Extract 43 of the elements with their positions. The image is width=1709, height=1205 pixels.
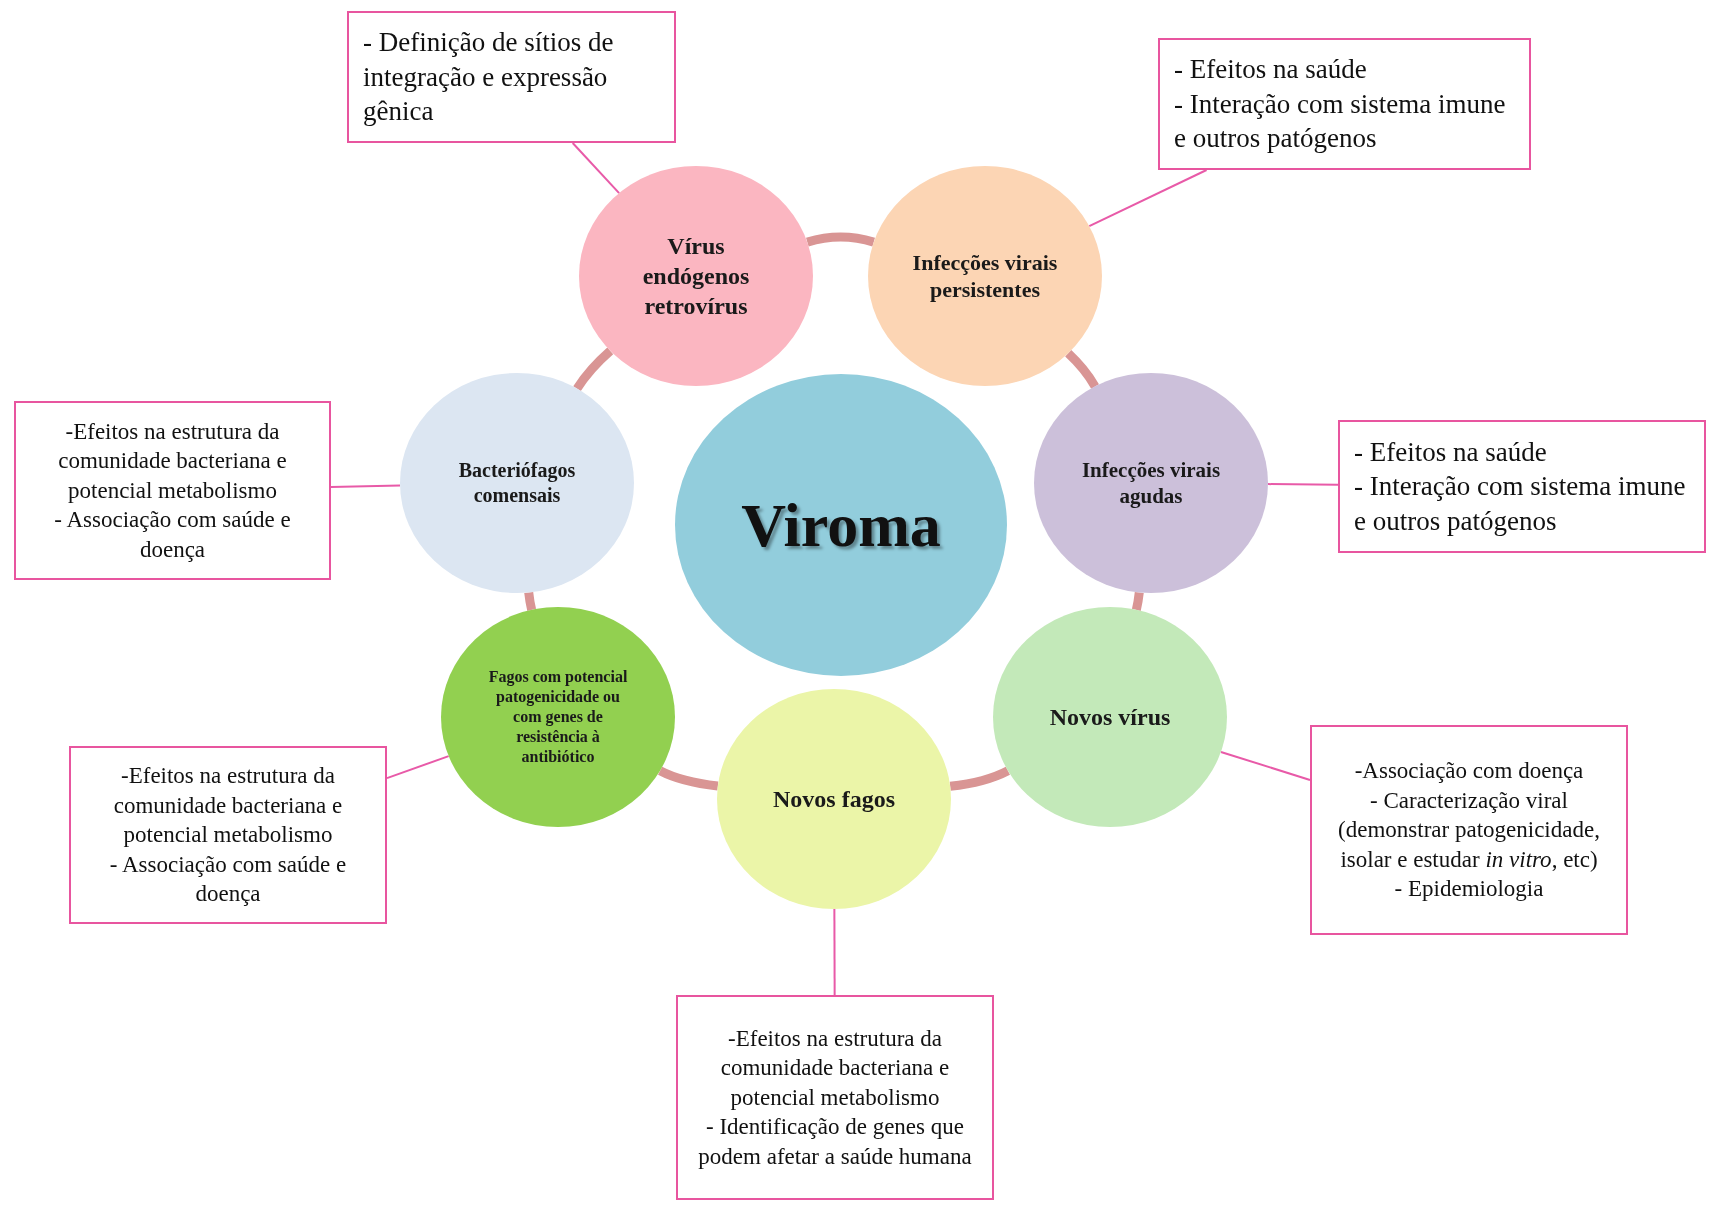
ring-connector [1065,350,1099,389]
note-text: - Epidemiologia [1394,875,1544,904]
note-text: - Interação com sistema imune e outros patógenos [1174,87,1507,156]
category-label: Bacteriófagos comensais [457,458,577,508]
note-text: - Associação com saúde e doença [108,850,348,909]
note-text: - Associação com saúde e doença [53,506,292,564]
category-label: Novos fagos [773,785,895,814]
note-box [1158,38,1531,170]
note-box [1338,420,1706,553]
note-text: -Associação com doença [1354,757,1584,786]
ring-connector [524,591,537,611]
leader-line [330,484,402,489]
ring-connector [573,347,614,392]
ring-connector [658,766,719,791]
note-text: - Definição de sítios de integração e expressão gênica [363,26,615,129]
leader-line [571,142,621,195]
note-text: -Efeitos na estrutura da comunidade bacteriana e potencial metabolismo [57,417,288,505]
leader-line [1088,169,1208,228]
leader-line [386,755,450,780]
leader-line [1267,483,1339,486]
note-text: -Efeitos na estrutura da comunidade bacteriana e potencial metabolismo [719,1024,951,1112]
ring-connector [806,232,875,247]
category-label: Vírus endógenos retrovírus [641,232,751,321]
note-text: - Efeitos na saúde [1174,53,1367,87]
ring-connector [1131,591,1144,611]
note-text: - Interação com sistema imune e outros patógenos [1354,470,1687,538]
note-box [676,995,994,1200]
category-label: Infecções virais persistentes [911,248,1059,304]
category-label: Fagos com potencial patogenicidade ou com genes de resistência à antibiótico [487,667,629,767]
note-text: - Caracterização viral (demonstrar patogenicidade, isolar e estudar in vitro, etc) [1337,786,1601,874]
leader-line [833,908,836,996]
note-text: - Identificação de genes que podem afetar a saúde humana [697,1113,973,1171]
note-box [69,746,387,924]
central-label: Viroma [741,489,941,561]
ring-connector [949,766,1010,791]
note-box [347,11,676,143]
leader-line [1219,750,1311,781]
category-label: Novos vírus [1049,703,1171,732]
note-text: - Efeitos na saúde [1354,435,1547,469]
category-label: Infecções virais agudas [1080,456,1222,510]
note-box [1310,725,1628,935]
note-box [14,401,331,580]
note-text: -Efeitos na estrutura da comunidade bacteriana e potencial metabolismo [112,762,344,850]
